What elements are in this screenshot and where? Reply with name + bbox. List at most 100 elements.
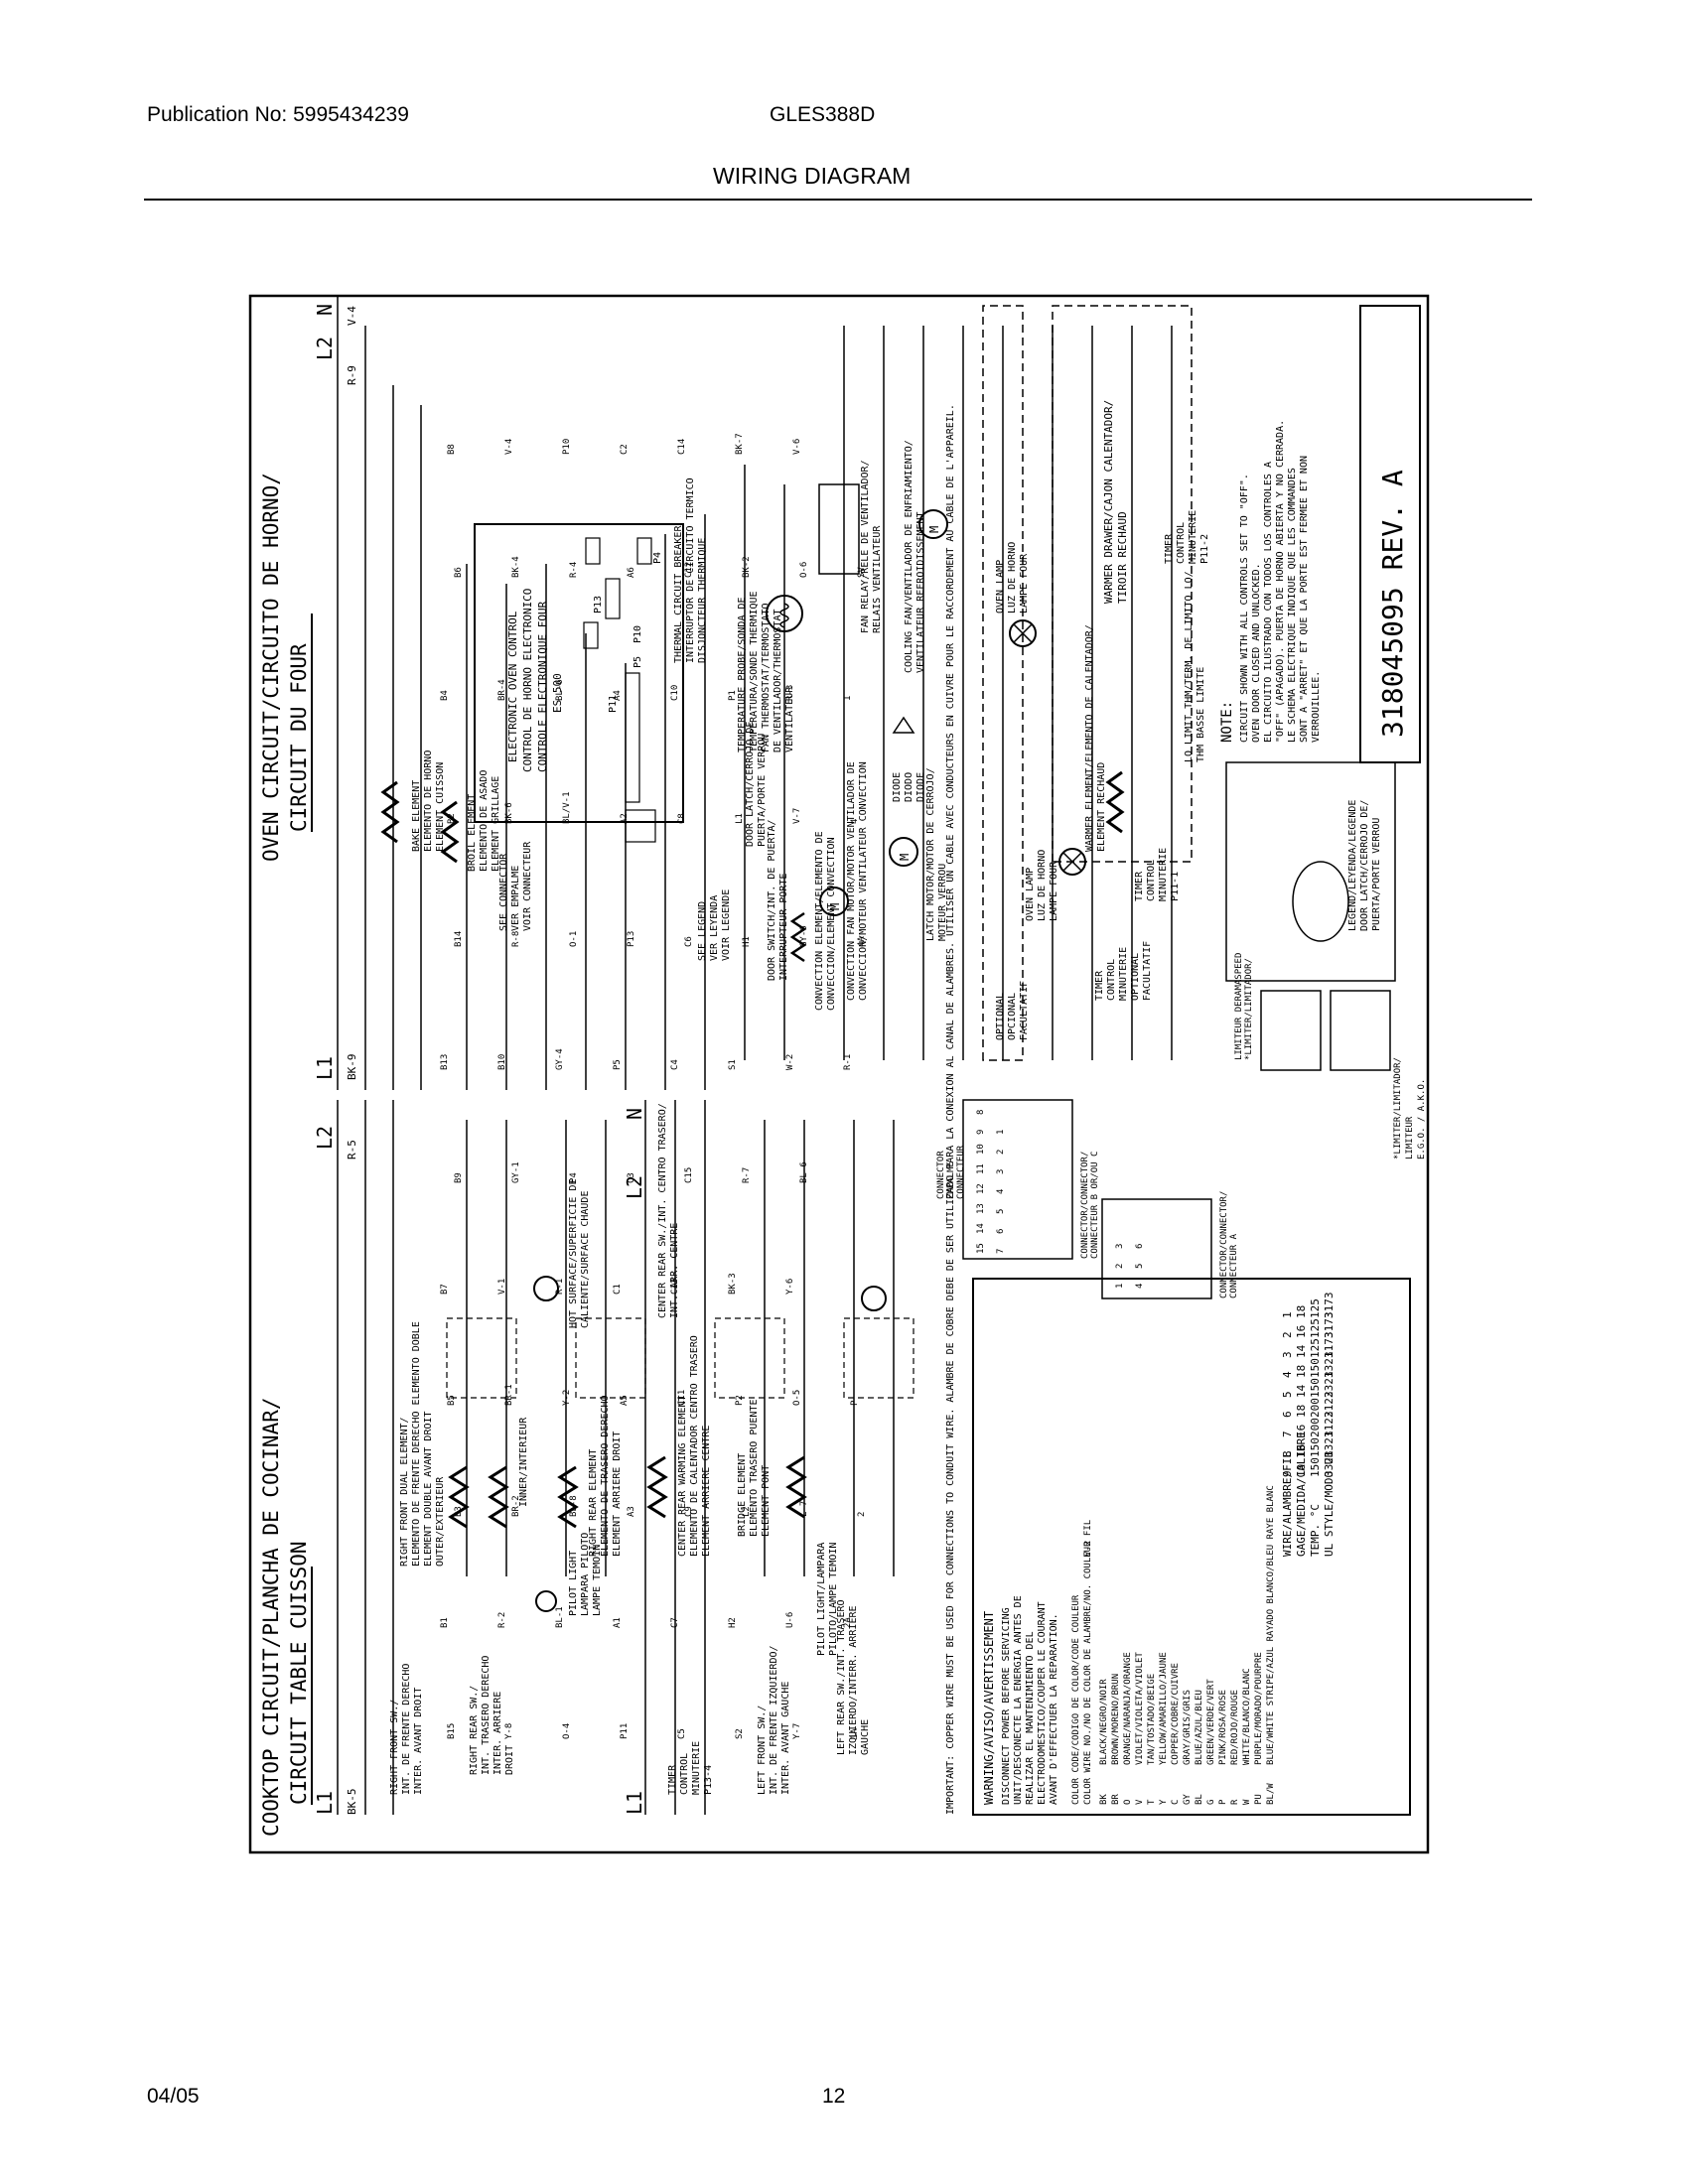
wire-id-label: P13 — [627, 931, 636, 947]
svg-text:SONT A "ARRET" ET QUE LA PORTE: SONT A "ARRET" ET QUE LA PORTE EST FERME… — [1299, 456, 1310, 743]
wire-id-label: BR-4 — [497, 679, 507, 701]
important-note: IMPORTANT: COPPER WIRE MUST BE USED FOR … — [945, 404, 956, 1815]
header-divider — [144, 199, 1532, 201]
svg-text:LAMPE FOUR: LAMPE FOUR — [1019, 553, 1030, 614]
warning-text: DISCONNECT POWER BEFORE SERVICING UNIT/D… — [1001, 1595, 1059, 1805]
wire-id-label: U-6 — [785, 1612, 795, 1628]
svg-text:MINUTERIE: MINUTERIE — [691, 1741, 702, 1795]
svg-text:UNIT/DESCONECTE LA ENERGIA ANT: UNIT/DESCONECTE LA ENERGIA ANTES DE — [1013, 1595, 1024, 1805]
svg-text:LAMPARA PILOTO: LAMPARA PILOTO — [580, 1533, 591, 1616]
terminal-l1-cooktop-2: L1 — [623, 1791, 646, 1815]
cooktop-circuit-title: COOKTOP CIRCUIT/PLANCHA DE COCINAR/ — [259, 1397, 283, 1837]
wire-id-label: C14 — [677, 439, 687, 455]
wire-id-label: P10 — [562, 439, 572, 455]
warmer-element-label: WARMER ELEMENT/ELEMENTO DE CALENTADOR/ E… — [1084, 624, 1107, 852]
svg-text:THERMAL CIRCUIT BREAKER: THERMAL CIRCUIT BREAKER — [673, 525, 684, 663]
diagram-border — [248, 294, 1430, 1854]
svg-text:8: 8 — [1281, 1450, 1294, 1457]
svg-text:OVEN LAMP: OVEN LAMP — [1025, 868, 1036, 921]
svg-text:6: 6 — [1135, 1244, 1145, 1249]
cooling-fan-label: COOLING FAN/VENTILADOR DE ENFRIAMIENTO/ … — [904, 440, 926, 673]
wire-r9: R-9 — [346, 365, 358, 385]
wire-id-label: O-6 — [799, 562, 809, 578]
svg-text:SEE LEGEND: SEE LEGEND — [697, 901, 708, 961]
svg-text:RIGHT FRONT SW./: RIGHT FRONT SW./ — [389, 1700, 400, 1795]
svg-text:LO LIMIT THM/TERM. DE LIMITO L: LO LIMIT THM/TERM. DE LIMITO LO/ — [1184, 571, 1195, 762]
svg-text:16: 16 — [1295, 1425, 1308, 1437]
svg-text:TEMPERATURE PROBE/SONDA DE: TEMPERATURE PROBE/SONDA DE — [737, 597, 748, 752]
connector-a-label: CONNECTOR/CONNECTOR/ CONNECTEUR A — [1219, 1191, 1239, 1298]
svg-text:125: 125 — [1309, 1318, 1322, 1338]
oven-circuit-title: OVEN CIRCUIT/CIRCUITO DE HORNO/ — [259, 473, 283, 862]
warning-title: WARNING/AVISO/AVERTISSEMENT — [982, 1611, 996, 1805]
wire-id-label: B1 — [440, 1617, 450, 1628]
svg-text:OUTER/EXTERIEUR: OUTER/EXTERIEUR — [435, 1476, 446, 1567]
hot-surface-label: HOT SURFACE/SUPERFICIE DE CALIENTE/SURFA… — [568, 1178, 591, 1328]
wire-id-label: L2 — [742, 1506, 752, 1517]
svg-text:7: 7 — [1281, 1431, 1294, 1437]
timer-1-label: TIMER CONTROL MINUTERIE P11-1 — [1134, 848, 1181, 901]
svg-text:WHITE/BLANCO/BLANC: WHITE/BLANCO/BLANC — [1242, 1668, 1252, 1765]
wire-id-label: BL/V-1 — [562, 791, 572, 824]
svg-text:PUERTA/PORTE VERROU: PUERTA/PORTE VERROU — [1371, 818, 1382, 931]
svg-text:TIMER: TIMER — [1164, 533, 1175, 564]
see-legend-label: SEE LEGEND VER LEYENDA VOIR LEGENDE — [697, 889, 732, 961]
wire-id-label: BK-3 — [728, 1273, 738, 1295]
svg-text:M: M — [828, 903, 842, 910]
svg-text:CONVECTION ELEMENT/ELEMENTO DE: CONVECTION ELEMENT/ELEMENTO DE — [814, 831, 825, 1011]
svg-text:Y: Y — [1159, 1799, 1169, 1805]
svg-text:TEMP. °C: TEMP. °C — [1309, 1504, 1322, 1557]
wire-id-labels: B13B15B14B1B2B3B4B5B6B7B8B9B10Y-8R-8R-2B… — [440, 433, 867, 1739]
wire-id-label: O-4 — [562, 1723, 572, 1739]
wire-id-label: B14 — [454, 931, 464, 947]
wire-id-label: B5 — [447, 1395, 457, 1406]
svg-text:5: 5 — [1281, 1391, 1294, 1398]
wire-id-label: C10 — [670, 685, 680, 701]
svg-text:9: 9 — [976, 1130, 986, 1135]
svg-text:INTER. AVANT GAUCHE: INTER. AVANT GAUCHE — [780, 1682, 791, 1795]
wire-id-label: BL-8 — [569, 1495, 579, 1517]
svg-text:BROWN/MORENO/BRUN: BROWN/MORENO/BRUN — [1111, 1674, 1121, 1765]
svg-text:MINUTERIE: MINUTERIE — [1188, 510, 1198, 564]
broil-element-icon — [440, 800, 460, 864]
svg-text:4: 4 — [1281, 1371, 1294, 1378]
wire-id-label: R-8 — [511, 931, 521, 947]
svg-text:THM BASSE LIMITE: THM BASSE LIMITE — [1196, 667, 1206, 762]
svg-text:VERROUILLEE.: VERROUILLEE. — [1311, 671, 1322, 743]
svg-text:3321: 3321 — [1323, 1451, 1336, 1478]
note-title: NOTE: — [1219, 701, 1235, 743]
wire-id-label: BL-1 — [555, 1606, 565, 1628]
svg-text:OVEN DOOR CLOSED AND UNLOCKED.: OVEN DOOR CLOSED AND UNLOCKED. — [1251, 563, 1262, 743]
svg-text:CONVECCION/MOTEUR VENTILATEUR: CONVECCION/MOTEUR VENTILATEUR CONVECTION — [858, 761, 869, 1001]
svg-text:BL/W: BL/W — [1266, 1783, 1276, 1805]
svg-text:RIGHT REAR SW./: RIGHT REAR SW./ — [469, 1686, 480, 1775]
svg-text:CIRCUIT SHOWN WITH ALL CONTROL: CIRCUIT SHOWN WITH ALL CONTROLS SET TO "… — [1239, 474, 1250, 743]
wire-id-label: A2 — [620, 813, 630, 824]
convection-element-label: CONVECTION ELEMENT/ELEMENTO DE CONVECCIO… — [814, 831, 837, 1011]
svg-text:GREEN/VERDE/VERT: GREEN/VERDE/VERT — [1206, 1679, 1216, 1765]
svg-text:MOTEUR VERROU: MOTEUR VERROU — [937, 864, 948, 941]
cooktop-timer-label: TIMER CONTROL MINUTERIE P13-4 — [667, 1741, 714, 1795]
svg-text:INTERRUPTEUR PORTE: INTERRUPTEUR PORTE — [778, 874, 789, 981]
wire-id-label: SV — [857, 567, 867, 578]
wire-id-label: 2A — [843, 1617, 853, 1628]
broil-element-label: BROIL ELEMENT ELEMENTO DE ASADO ELEMENT … — [467, 770, 501, 872]
limiter-dashed-boxes — [446, 1317, 914, 1399]
svg-text:ELEMENTO DE CALENTADOR CENTRO: ELEMENTO DE CALENTADOR CENTRO TRASERO — [689, 1335, 700, 1557]
p4-label: P4 — [652, 552, 663, 564]
wiring-diagram-svg: OVEN CIRCUIT/CIRCUITO DE HORNO/ CIRCUIT … — [248, 294, 1430, 1854]
svg-text:SEE CONNECTOR: SEE CONNECTOR — [498, 853, 509, 931]
svg-text:PUERTA/PORTE VERROU: PUERTA/PORTE VERROU — [757, 734, 768, 847]
wire-id-label: BR-2 — [511, 1495, 521, 1517]
connector-b-pins: 15 14 13 12 11 10 9 8 7 6 5 4 3 2 1 — [976, 1110, 1006, 1254]
oven-lamp-1-label: OVEN LAMP LUZ DE HORNO LAMPE FOUR — [995, 542, 1030, 614]
svg-text:IZQUIERDO/INTERR. ARRIERE: IZQUIERDO/INTERR. ARRIERE — [848, 1605, 859, 1755]
svg-text:M: M — [898, 854, 912, 861]
svg-text:CALIENTE/SURFACE CHAUDE: CALIENTE/SURFACE CHAUDE — [580, 1191, 591, 1328]
footer-page-number: 12 — [822, 2085, 846, 2108]
cooktop-bus-lines — [337, 1100, 895, 1815]
terminal-l2-oven: L2 — [313, 337, 337, 360]
svg-text:ELEMENT GRILLAGE: ELEMENT GRILLAGE — [491, 776, 501, 872]
svg-text:EL CIRCUITO ILUSTRADO CON TODO: EL CIRCUITO ILUSTRADO CON TODOS LOS CONT… — [1263, 462, 1274, 743]
wire-id-label: A4 — [613, 690, 623, 701]
